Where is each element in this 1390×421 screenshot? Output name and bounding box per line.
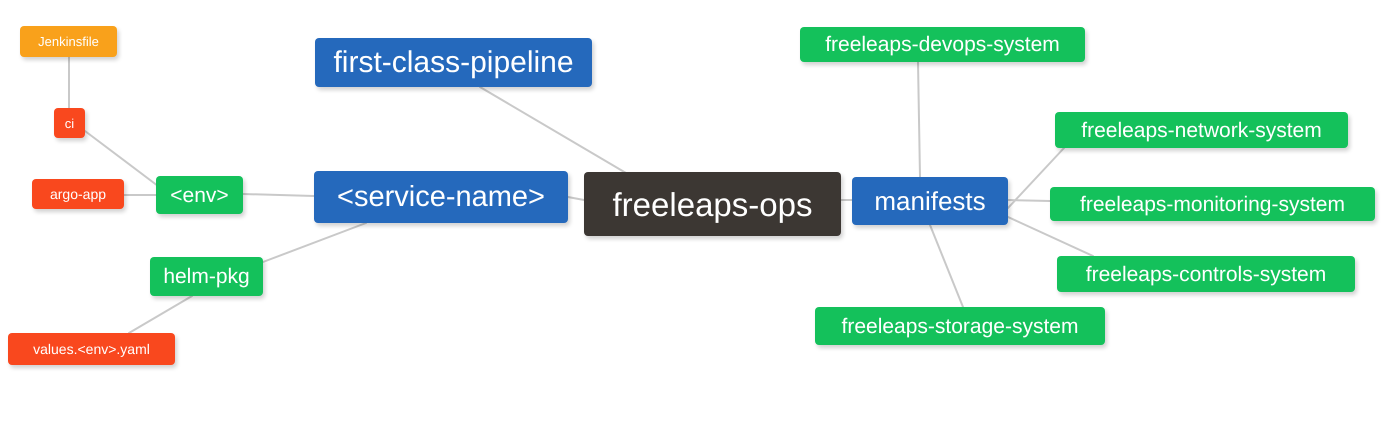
node-storage-system[interactable]: freeleaps-storage-system <box>815 307 1105 345</box>
node-label-devops-system: freeleaps-devops-system <box>825 33 1060 56</box>
node-label-controls-system: freeleaps-controls-system <box>1085 262 1327 286</box>
node-ci[interactable]: ci <box>54 108 85 138</box>
node-network-system[interactable]: freeleaps-network-system <box>1055 112 1348 148</box>
edge-first-class-pipeline-to-freeleaps-ops <box>479 86 627 174</box>
node-label-values-env-yaml: values.<env>.yaml <box>33 341 150 357</box>
node-service-name[interactable]: <service-name> <box>314 171 568 223</box>
edge-env-to-service-name <box>242 193 315 197</box>
node-jenkinsfile[interactable]: Jenkinsfile <box>20 26 117 57</box>
node-label-storage-system: freeleaps-storage-system <box>841 314 1079 338</box>
edge-service-name-to-helm-pkg <box>262 222 367 263</box>
edge-service-name-to-freeleaps-ops <box>567 196 585 201</box>
edge-manifests-to-controls-system <box>1007 216 1094 257</box>
node-first-class-pipeline[interactable]: first-class-pipeline <box>315 38 592 87</box>
edge-manifests-to-devops-system <box>917 61 921 178</box>
node-label-jenkinsfile: Jenkinsfile <box>38 34 99 49</box>
node-label-ci: ci <box>64 115 75 131</box>
node-manifests[interactable]: manifests <box>852 177 1008 225</box>
node-label-monitoring-system: freeleaps-monitoring-system <box>1080 192 1345 216</box>
node-env[interactable]: <env> <box>156 176 243 214</box>
node-label-env: <env> <box>170 183 229 207</box>
node-label-manifests: manifests <box>874 186 986 216</box>
node-label-argo-app: argo-app <box>49 186 107 202</box>
node-label-helm-pkg: helm-pkg <box>163 265 250 288</box>
node-label-network-system: freeleaps-network-system <box>1081 118 1322 142</box>
edge-manifests-to-storage-system <box>929 224 964 308</box>
edge-helm-pkg-to-values-env-yaml <box>128 295 193 334</box>
node-label-first-class-pipeline: first-class-pipeline <box>333 45 574 79</box>
edge-ci-to-env <box>84 130 159 187</box>
node-controls-system[interactable]: freeleaps-controls-system <box>1057 256 1355 292</box>
node-helm-pkg[interactable]: helm-pkg <box>150 257 263 296</box>
node-devops-system[interactable]: freeleaps-devops-system <box>800 27 1085 62</box>
node-freeleaps-ops[interactable]: freeleaps-ops <box>584 172 841 236</box>
edge-manifests-to-monitoring-system <box>1007 199 1051 202</box>
node-values-env-yaml[interactable]: values.<env>.yaml <box>8 333 175 365</box>
node-monitoring-system[interactable]: freeleaps-monitoring-system <box>1050 187 1375 221</box>
node-label-freeleaps-ops: freeleaps-ops <box>612 185 813 223</box>
node-argo-app[interactable]: argo-app <box>32 179 124 209</box>
node-label-service-name: <service-name> <box>337 180 545 213</box>
